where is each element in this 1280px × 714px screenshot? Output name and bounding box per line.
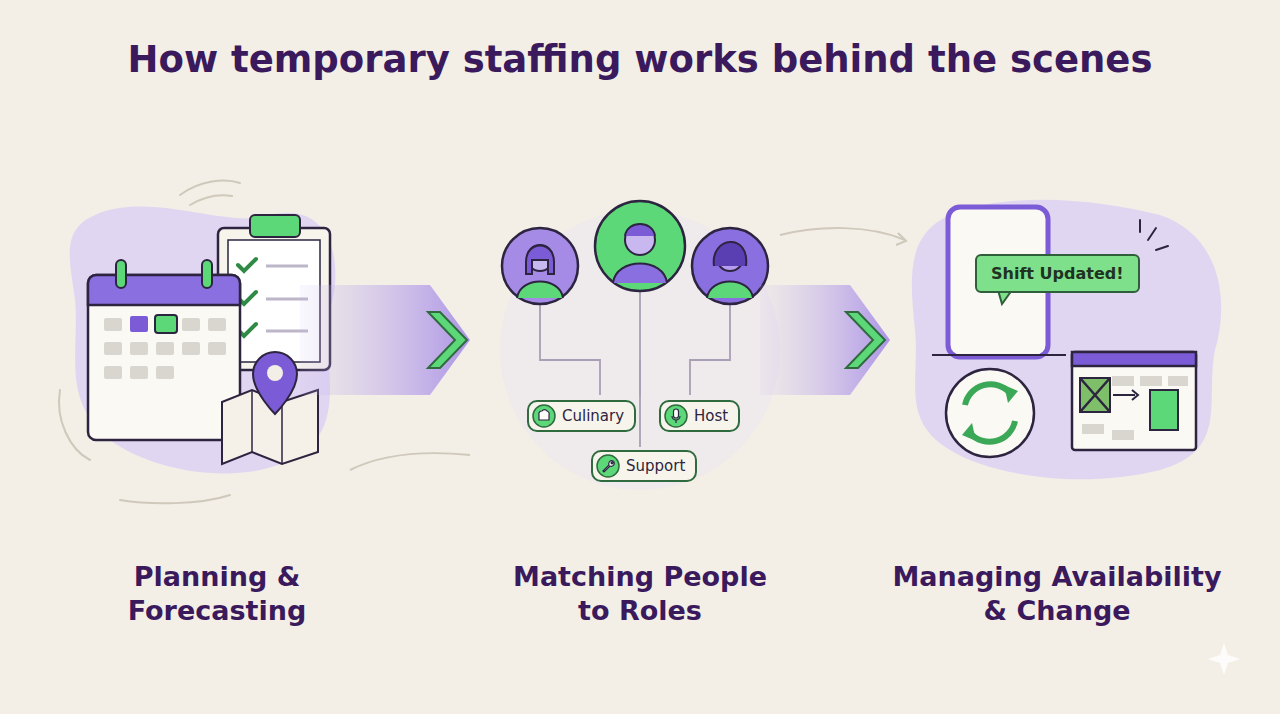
role-icon (596, 454, 620, 478)
stage-label: Planning & Forecasting (102, 560, 332, 628)
stage-label: Managing Availability & Change (887, 560, 1227, 628)
role-pill: Host (659, 400, 740, 432)
stage-label: Matching People to Roles (510, 560, 770, 628)
node-text: Culinary (562, 407, 624, 425)
role-pill: Support (591, 450, 697, 482)
role-icon (664, 404, 688, 428)
node-text: Support (626, 457, 685, 475)
diagram-title: How temporary staffing works behind the … (0, 38, 1280, 81)
role-icon (532, 404, 556, 428)
speech-bubble: Shift Updated! (975, 254, 1140, 293)
role-pill: Culinary (527, 400, 636, 432)
node-text: Host (694, 407, 728, 425)
node-text: Shift Updated! (991, 264, 1124, 283)
